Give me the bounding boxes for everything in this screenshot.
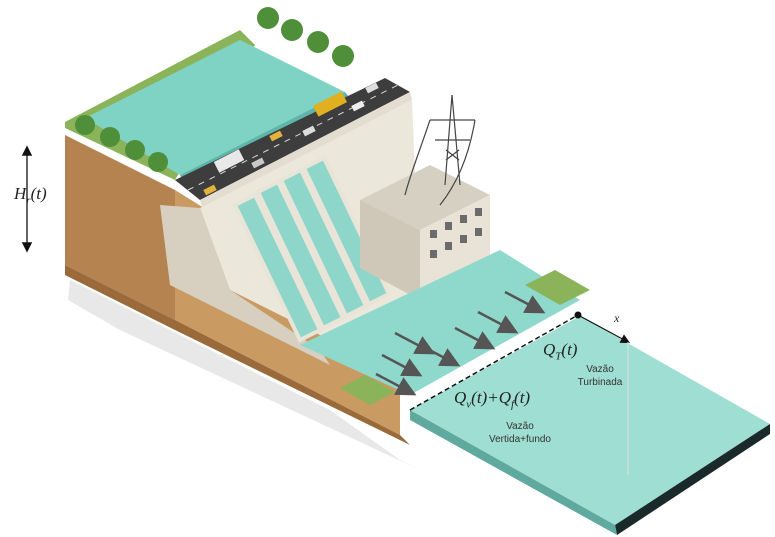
dam-side-shadow	[160, 205, 330, 365]
spill-flow-label: Qv(t)+Qf(t)	[454, 388, 531, 411]
truck	[213, 149, 245, 173]
stilling-basin	[300, 250, 580, 395]
x-axis-arrow	[577, 314, 631, 344]
trees-top	[257, 7, 354, 67]
section-line	[409, 314, 579, 411]
river-surface	[410, 316, 770, 525]
river-edge-left	[410, 410, 617, 535]
turbined-flow-label: QT(t)	[543, 340, 578, 363]
car-5	[351, 100, 365, 112]
river-edge	[615, 424, 770, 535]
car-2	[302, 125, 316, 137]
spill-caption: Vazão Vertida+fundo	[489, 421, 551, 445]
flow-arrows	[375, 290, 546, 396]
reservoir-water	[85, 40, 345, 175]
grass-patch-left	[340, 375, 395, 405]
bus	[313, 91, 347, 117]
grass-patch-right	[525, 270, 590, 305]
powerhouse-windows	[430, 208, 482, 258]
car-1	[269, 130, 283, 142]
soil-bottom-strip	[65, 265, 410, 445]
powerhouse-side	[360, 200, 420, 300]
x-axis-label: x	[614, 311, 620, 325]
road-line	[187, 84, 399, 191]
ground-shadow	[68, 280, 420, 470]
head-label: Hr(t)	[14, 184, 47, 207]
road-parapet	[200, 92, 412, 208]
trees-left	[75, 115, 168, 172]
powerhouse-top	[360, 165, 490, 230]
turbined-caption: Vazão Turbinada	[577, 364, 623, 388]
car-6	[365, 82, 379, 94]
car-3	[203, 184, 217, 196]
transmission-tower	[404, 94, 476, 206]
soil-block	[65, 135, 175, 320]
car-4	[251, 157, 265, 169]
